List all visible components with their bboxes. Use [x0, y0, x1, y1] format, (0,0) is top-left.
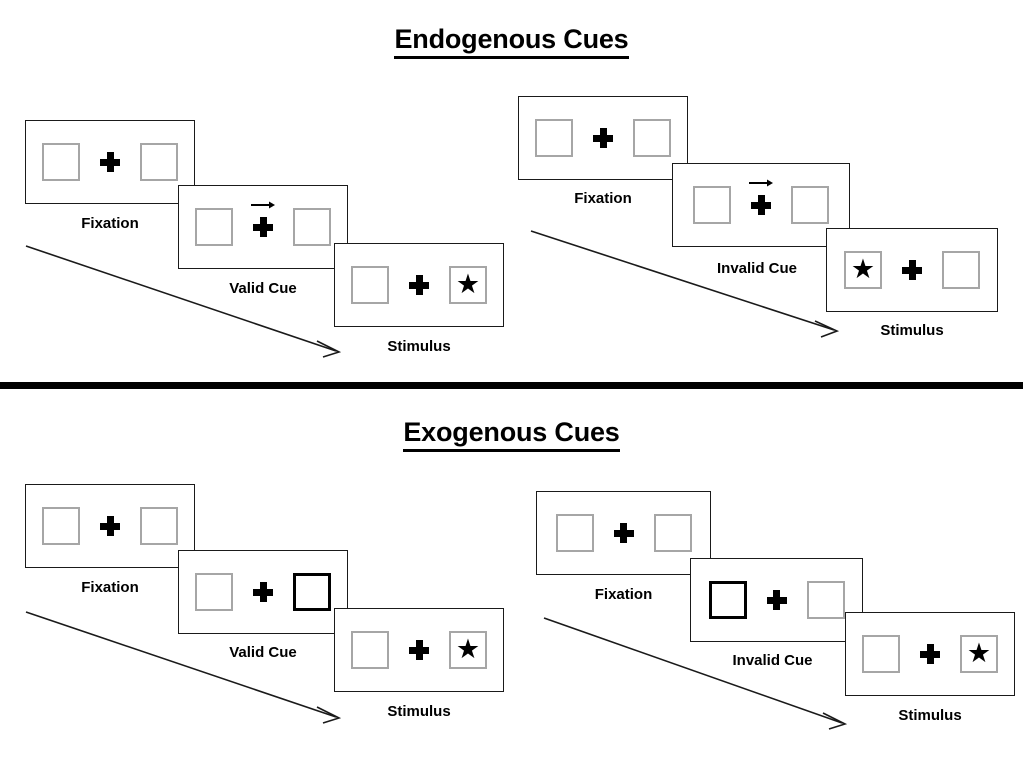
section-endogenous: Endogenous Cues Fixation [0, 24, 1023, 358]
left-cued-box [708, 581, 747, 619]
fixation-cross-icon [902, 260, 922, 280]
left-placeholder-box [862, 635, 900, 673]
section-title-endogenous: Endogenous Cues [0, 24, 1023, 59]
frame-content [708, 581, 845, 619]
right-placeholder-box [140, 143, 178, 181]
trial-frame-invalid-cue [672, 163, 850, 247]
right-placeholder-box: ★ [960, 635, 998, 673]
fixation-cross-icon [766, 590, 787, 610]
frame-label-fixation: Fixation [594, 586, 653, 603]
frame-label-stimulus: Stimulus [898, 707, 962, 724]
fixation-cross-icon [920, 644, 940, 664]
frame-label-fixation: Fixation [574, 190, 632, 207]
frame-label-fixation: Fixation [81, 579, 139, 596]
frame-content [42, 143, 178, 181]
stimulus-star: ★ [850, 253, 876, 284]
fixation-cross-icon [593, 128, 613, 148]
cue-arrow-right-icon [749, 179, 773, 187]
stimulus-star: ★ [455, 633, 481, 664]
frame-content: ★ [862, 635, 998, 673]
section-title-exogenous: Exogenous Cues [0, 417, 1023, 452]
trial-frame-stimulus: ★ [826, 228, 998, 312]
trial-frame-valid-cue [178, 185, 348, 269]
left-placeholder-box [351, 266, 389, 304]
right-cued-box [293, 573, 331, 611]
left-placeholder-box [195, 573, 233, 611]
trial-frame-fixation [25, 120, 195, 204]
cue-arrow-right-icon [251, 201, 275, 209]
stimulus-star: ★ [455, 268, 481, 299]
frame-label-invalid-cue: Invalid Cue [732, 652, 813, 669]
right-placeholder-box [293, 208, 331, 246]
frame-label-invalid-cue: Invalid Cue [716, 260, 798, 277]
frame-label-stimulus: Stimulus [387, 338, 451, 355]
section-exogenous: Exogenous Cues Fixation Val [0, 390, 1023, 767]
right-placeholder-box [140, 507, 178, 545]
left-placeholder-box [555, 514, 594, 552]
trial-frame-stimulus: ★ [845, 612, 1015, 696]
frame-content: ★ [351, 266, 487, 304]
frame-label-stimulus: Stimulus [880, 322, 944, 339]
right-placeholder-box: ★ [449, 266, 487, 304]
trial-frame-fixation [25, 484, 195, 568]
right-placeholder-box [806, 581, 845, 619]
right-placeholder-box [942, 251, 980, 289]
frame-content [42, 507, 178, 545]
left-placeholder-box [351, 631, 389, 669]
frame-label-valid-cue: Valid Cue [229, 280, 297, 297]
trial-frame-stimulus: ★ [334, 243, 504, 327]
left-placeholder-box [535, 119, 573, 157]
trial-frame-invalid-cue [690, 558, 863, 642]
right-placeholder-box: ★ [449, 631, 487, 669]
fixation-cross-icon [409, 275, 429, 295]
frame-content [693, 179, 829, 224]
trial-frame-valid-cue [178, 550, 348, 634]
section-divider [0, 382, 1023, 389]
frame-content: ★ [844, 251, 980, 289]
left-placeholder-box [42, 143, 80, 181]
right-placeholder-box [791, 186, 829, 224]
frame-content [535, 119, 671, 157]
frame-content [195, 201, 331, 246]
left-placeholder-box [195, 208, 233, 246]
fixation-cross-icon [409, 640, 429, 660]
fixation-cross-icon [251, 201, 275, 237]
left-placeholder-box [693, 186, 731, 224]
fixation-cross-icon [100, 516, 120, 536]
right-placeholder-box [633, 119, 671, 157]
frame-content: ★ [351, 631, 487, 669]
trial-frame-stimulus: ★ [334, 608, 504, 692]
fixation-cross-icon [613, 523, 634, 543]
frame-label-valid-cue: Valid Cue [229, 644, 297, 661]
frame-content [195, 573, 331, 611]
frame-label-stimulus: Stimulus [387, 703, 451, 720]
right-placeholder-box [653, 514, 692, 552]
left-placeholder-box [42, 507, 80, 545]
fixation-cross-icon [100, 152, 120, 172]
fixation-cross-icon [253, 582, 273, 602]
frame-label-fixation: Fixation [81, 215, 139, 232]
frame-content [555, 514, 692, 552]
left-placeholder-box: ★ [844, 251, 882, 289]
stimulus-star: ★ [966, 637, 992, 668]
fixation-cross-icon [749, 179, 773, 215]
trial-frame-fixation [536, 491, 711, 575]
trial-frame-fixation [518, 96, 688, 180]
